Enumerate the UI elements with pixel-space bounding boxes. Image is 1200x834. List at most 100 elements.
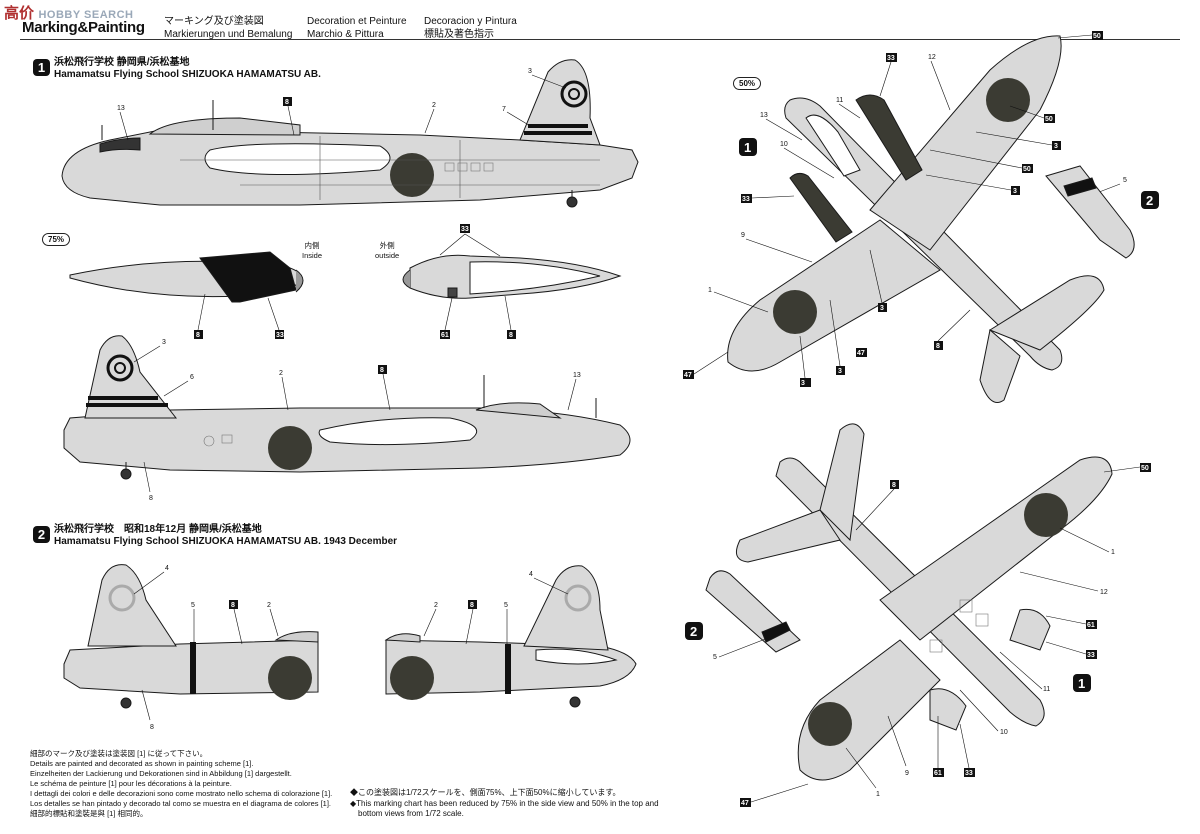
side-view-2-left [63, 564, 319, 709]
side1-nacelle [204, 143, 391, 176]
callout: 33 [742, 196, 750, 203]
side-view-1 [61, 59, 639, 208]
scheme-2-jp: 浜松飛行学校 昭和18年12月 静岡県/浜松基地 [54, 524, 262, 535]
callout: 5 [504, 602, 508, 609]
side2-right-callouts: 2 8 5 4 [423, 571, 569, 645]
note-line: Le schéma de peinture [1] pour les décor… [30, 779, 232, 788]
callout: 3 [162, 339, 166, 346]
side1-tail-stripe-2 [524, 131, 592, 135]
note-line: Los detalles se han pintado y decorado t… [30, 799, 332, 808]
scheme-1-jp: 浜松飛行学校 静岡県/浜松基地 [54, 57, 190, 68]
watermark-label: HOBBY SEARCH [38, 9, 134, 21]
side1-hinomaru [390, 153, 434, 197]
callout: 33 [965, 770, 973, 777]
inset-detail-bottom [705, 570, 801, 653]
callout: 11 [1043, 686, 1050, 693]
scheme-markers: 1 2 2 1 [685, 138, 1159, 692]
callout: 50 [1093, 33, 1101, 40]
top-view-hinomaru-right [986, 78, 1030, 122]
bottom-view-tail-1 [819, 423, 865, 542]
scheme-marker-bottom: 1 [1078, 676, 1085, 691]
callout: 13 [760, 112, 768, 119]
header-cn-title: 標貼及著色指示 [424, 29, 494, 40]
callout: 4 [529, 571, 533, 578]
callout: 8 [892, 482, 896, 489]
callout: 8 [149, 495, 153, 502]
inside-label-en: Inside [302, 251, 323, 260]
nacelle-inside-label: 内側 Inside [302, 241, 322, 261]
nacelle-inside-view [69, 251, 304, 303]
notes-block: 細部のマーク及び塗装は塗装図 [1] に従って下さい。 Details are … [30, 749, 360, 819]
callout: 3 [838, 368, 842, 375]
header-col-2: Decoration et Peinture Marchio & Pittura [307, 15, 407, 41]
bottom-view-wing-right [879, 456, 1113, 641]
callout: 10 [780, 141, 788, 148]
header-col-3: Decoracion y Pintura 標貼及著色指示 [424, 15, 517, 41]
callout: 3 [1013, 188, 1017, 195]
scheme-2-en: Hamamatsu Flying School SHIZUOKA HAMAMAT… [54, 536, 398, 547]
callout: 33 [887, 55, 895, 62]
bottom-view-hinomaru-left [808, 702, 852, 746]
callout: 47 [684, 372, 692, 379]
top-view-hinomaru-left [773, 290, 817, 334]
scheme-marker-inset-top: 2 [1146, 193, 1153, 208]
side1-callouts: 13 8 2 3 7 [117, 68, 567, 141]
header-fr-title: Decoration et Peinture [307, 16, 407, 27]
inside-label-jp: 内側 [304, 241, 320, 250]
inset-callouts: 5 [713, 637, 769, 661]
scale-footnote: ◆この塗装図は1/72スケールを、側面75%、上下面50%に縮小しています。 ◆… [350, 788, 690, 820]
callout: 8 [285, 99, 289, 106]
scheme-marker-top: 1 [744, 140, 751, 155]
callout: 13 [573, 372, 581, 379]
callout: 1 [876, 791, 880, 798]
header-rule [20, 39, 1180, 40]
callout: 50 [1141, 465, 1149, 472]
note-line: I dettagli dei colori e delle decorazion… [30, 789, 333, 798]
planform-scale-badge: 50% [733, 77, 762, 90]
top-view-wing-left [727, 219, 941, 372]
side1-tail-stripe-1 [528, 124, 588, 128]
callout: 7 [502, 106, 506, 113]
callout: 33 [276, 332, 284, 339]
side-view-2-right [384, 565, 637, 708]
side2-left-callouts: 4 5 8 2 8 [133, 565, 279, 731]
footnote-jp: ◆この塗装図は1/72スケールを、側面75%、上下面50%に縮小しています。 [350, 788, 621, 797]
watermark: 高价 HOBBY SEARCH [4, 2, 134, 23]
side-view-1b [63, 335, 631, 480]
scheme-2-badge: 2 [33, 526, 50, 543]
bottom-view-hinomaru-right [1024, 493, 1068, 537]
page-title: Marking&Painting [22, 19, 145, 36]
callout: 8 [231, 602, 235, 609]
callout: 1 [1111, 549, 1115, 556]
note-line: Details are painted and decorated as sho… [30, 759, 254, 768]
header-col-1: マーキング及び塗装図 Markierungen und Bemalung [164, 15, 292, 41]
inset-detail-top [1045, 165, 1135, 259]
callout: 61 [441, 332, 449, 339]
callout: 50 [1023, 166, 1031, 173]
header-de-title: Markierungen und Bemalung [164, 29, 293, 40]
callout: 8 [470, 602, 474, 609]
callout: 12 [928, 54, 936, 61]
scheme-marker-inset-bottom: 2 [690, 624, 697, 639]
note-line: 細部のマーク及び塗装は塗装図 [1] に従って下さい。 [30, 749, 208, 758]
callout: 11 [836, 97, 843, 104]
callout: 2 [279, 370, 283, 377]
callout: 5 [1123, 177, 1127, 184]
header-jp-title: マーキング及び塗装図 [164, 16, 264, 27]
callout: 10 [1000, 729, 1008, 736]
callout: 33 [1087, 652, 1095, 659]
bottom-view [735, 423, 1113, 781]
outside-label-jp: 外側 [379, 241, 395, 250]
nacelle-outside-callouts: 33 61 8 [439, 224, 516, 339]
callout: 61 [1087, 622, 1095, 629]
watermark-logo: 高价 [4, 5, 35, 22]
callout: 8 [196, 332, 200, 339]
callout: 3 [880, 305, 884, 312]
top-view-nacelle-1 [855, 94, 923, 181]
callout: 3 [801, 380, 805, 387]
scheme-1-en: Hamamatsu Flying School SHIZUOKA HAMAMAT… [54, 69, 321, 80]
callout: 3 [528, 68, 532, 75]
nacelle-scale-badge: 75% [42, 233, 71, 246]
nacelle-inside-callouts: 8 33 [194, 293, 284, 339]
side1b-hinomaru [268, 426, 312, 470]
